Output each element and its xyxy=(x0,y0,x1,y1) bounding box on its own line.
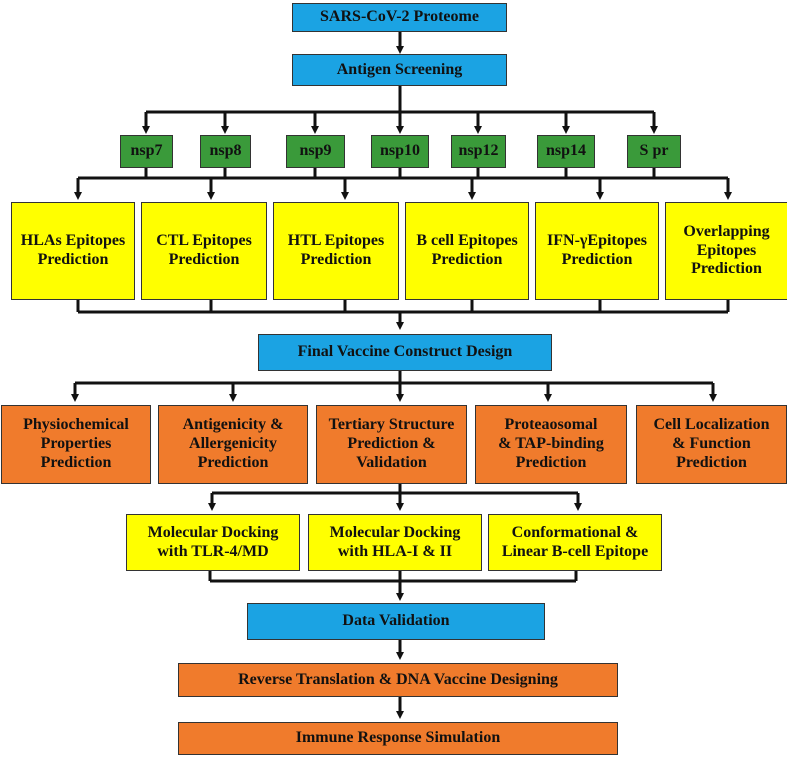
protein-box-nsp10: nsp10 xyxy=(371,135,429,168)
immune-response-simulation-box: Immune Response Simulation xyxy=(178,722,618,755)
b-cell-epitopes-prediction-box: B cell Epitopes Prediction xyxy=(405,202,529,300)
final-vaccine-construct-box: Final Vaccine Construct Design xyxy=(258,334,552,371)
protein-box-nsp9: nsp9 xyxy=(286,135,345,168)
tertiary-structure-box: Tertiary Structure Prediction & Validati… xyxy=(316,405,467,484)
ifn-gamma-epitopes-prediction-box: IFN-γEpitopes Prediction xyxy=(535,202,659,300)
antigenicity-allergenicity-box: Antigenicity & Allergenicity Prediction xyxy=(158,405,308,484)
ctl-epitopes-prediction-box: CTL Epitopes Prediction xyxy=(141,202,267,300)
docking-hla-box: Molecular Docking with HLA-I & II xyxy=(308,514,482,571)
protein-box-nsp7: nsp7 xyxy=(120,135,173,168)
protein-box-nsp12: nsp12 xyxy=(451,135,506,168)
docking-tlr4-box: Molecular Docking with TLR-4/MD xyxy=(126,514,300,571)
proteome-box: SARS-CoV-2 Proteome xyxy=(292,3,507,32)
proteasomal-tap-binding-box: Proteaosomal & TAP-binding Prediction xyxy=(475,405,627,484)
antigen-screening-box: Antigen Screening xyxy=(292,54,507,86)
reverse-translation-box: Reverse Translation & DNA Vaccine Design… xyxy=(178,663,618,697)
protein-box-nsp8: nsp8 xyxy=(200,135,251,168)
hla-epitopes-prediction-box: HLAs Epitopes Prediction xyxy=(11,202,135,300)
htl-epitopes-prediction-box: HTL Epitopes Prediction xyxy=(273,202,399,300)
data-validation-box: Data Validation xyxy=(247,603,545,640)
protein-box-s-pr: S pr xyxy=(627,135,681,168)
b-cell-epitope-box: Conformational & Linear B-cell Epitope xyxy=(488,514,662,571)
physiochemical-properties-box: Physiochemical Properties Prediction xyxy=(1,405,151,484)
overlapping-epitopes-prediction-box: Overlapping Epitopes Prediction xyxy=(665,202,787,300)
cell-localization-box: Cell Localization & Function Prediction xyxy=(636,405,787,484)
protein-box-nsp14: nsp14 xyxy=(537,135,595,168)
